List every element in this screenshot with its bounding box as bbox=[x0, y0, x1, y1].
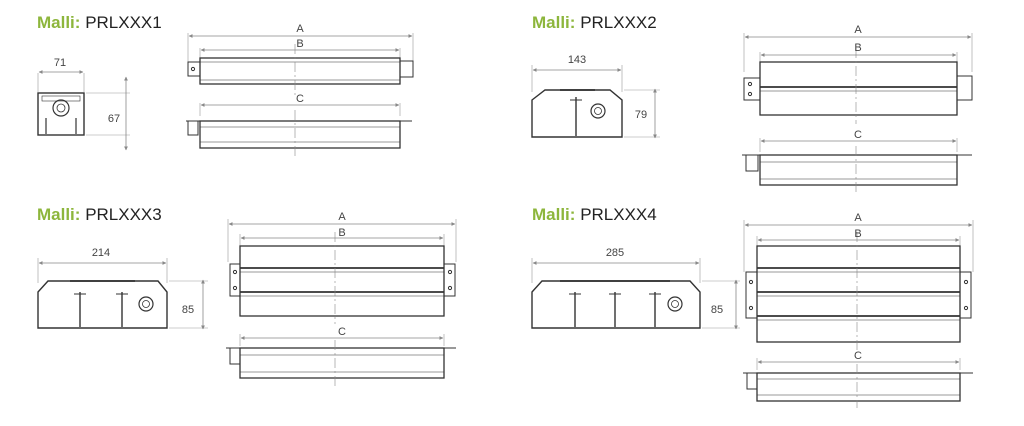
m3-height-label: 85 bbox=[182, 304, 194, 316]
top-view-4 bbox=[743, 220, 974, 350]
side-view-2 bbox=[742, 138, 972, 193]
end-view-1 bbox=[37, 70, 130, 151]
end-view-2 bbox=[531, 65, 660, 139]
m1-dim-b-label: B bbox=[296, 38, 303, 50]
model-name: PRLXXX1 bbox=[85, 13, 162, 32]
model-title-2: Malli: PRLXXX2 bbox=[532, 13, 657, 33]
model-title-1: Malli: PRLXXX1 bbox=[37, 13, 162, 33]
side-view-1 bbox=[186, 103, 412, 156]
model-prefix: Malli: bbox=[532, 13, 576, 32]
m1-height-label: 67 bbox=[108, 113, 120, 125]
m4-dim-a-label: A bbox=[854, 212, 862, 224]
m4-height-label: 85 bbox=[711, 304, 723, 316]
model-name: PRLXXX2 bbox=[580, 13, 657, 32]
model-prefix: Malli: bbox=[37, 205, 81, 224]
m1-dim-a-label: A bbox=[296, 23, 304, 35]
top-view-2 bbox=[743, 33, 973, 124]
model-name: PRLXXX4 bbox=[580, 205, 657, 224]
end-view-4 bbox=[531, 258, 740, 330]
m3-dim-a-label: A bbox=[338, 211, 346, 223]
side-view-4 bbox=[743, 358, 973, 408]
m2-height-label: 79 bbox=[635, 109, 647, 121]
m4-dim-b-label: B bbox=[854, 228, 861, 240]
m2-dim-b-label: B bbox=[854, 42, 861, 54]
model-name: PRLXXX3 bbox=[85, 205, 162, 224]
side-view-3 bbox=[226, 334, 456, 386]
model-4-drawing bbox=[531, 220, 974, 408]
model-1-drawing bbox=[37, 33, 414, 156]
m4-dim-c-label: C bbox=[854, 350, 862, 362]
model-prefix: Malli: bbox=[532, 205, 576, 224]
m3-dim-b-label: B bbox=[338, 227, 345, 239]
top-view-3 bbox=[227, 219, 457, 324]
model-title-4: Malli: PRLXXX4 bbox=[532, 205, 657, 225]
top-view-1 bbox=[187, 33, 414, 96]
end-view-3 bbox=[37, 258, 208, 330]
model-2-drawing bbox=[531, 33, 973, 193]
m2-dim-c-label: C bbox=[854, 129, 862, 141]
m2-width-label: 143 bbox=[568, 54, 586, 66]
m1-dim-c-label: C bbox=[296, 93, 304, 105]
model-prefix: Malli: bbox=[37, 13, 81, 32]
m4-width-label: 285 bbox=[606, 247, 624, 259]
model-3-drawing bbox=[37, 219, 457, 386]
m1-width-label: 71 bbox=[54, 57, 66, 69]
m2-dim-a-label: A bbox=[854, 24, 862, 36]
m3-dim-c-label: C bbox=[338, 326, 346, 338]
model-title-3: Malli: PRLXXX3 bbox=[37, 205, 162, 225]
m3-width-label: 214 bbox=[92, 247, 110, 259]
